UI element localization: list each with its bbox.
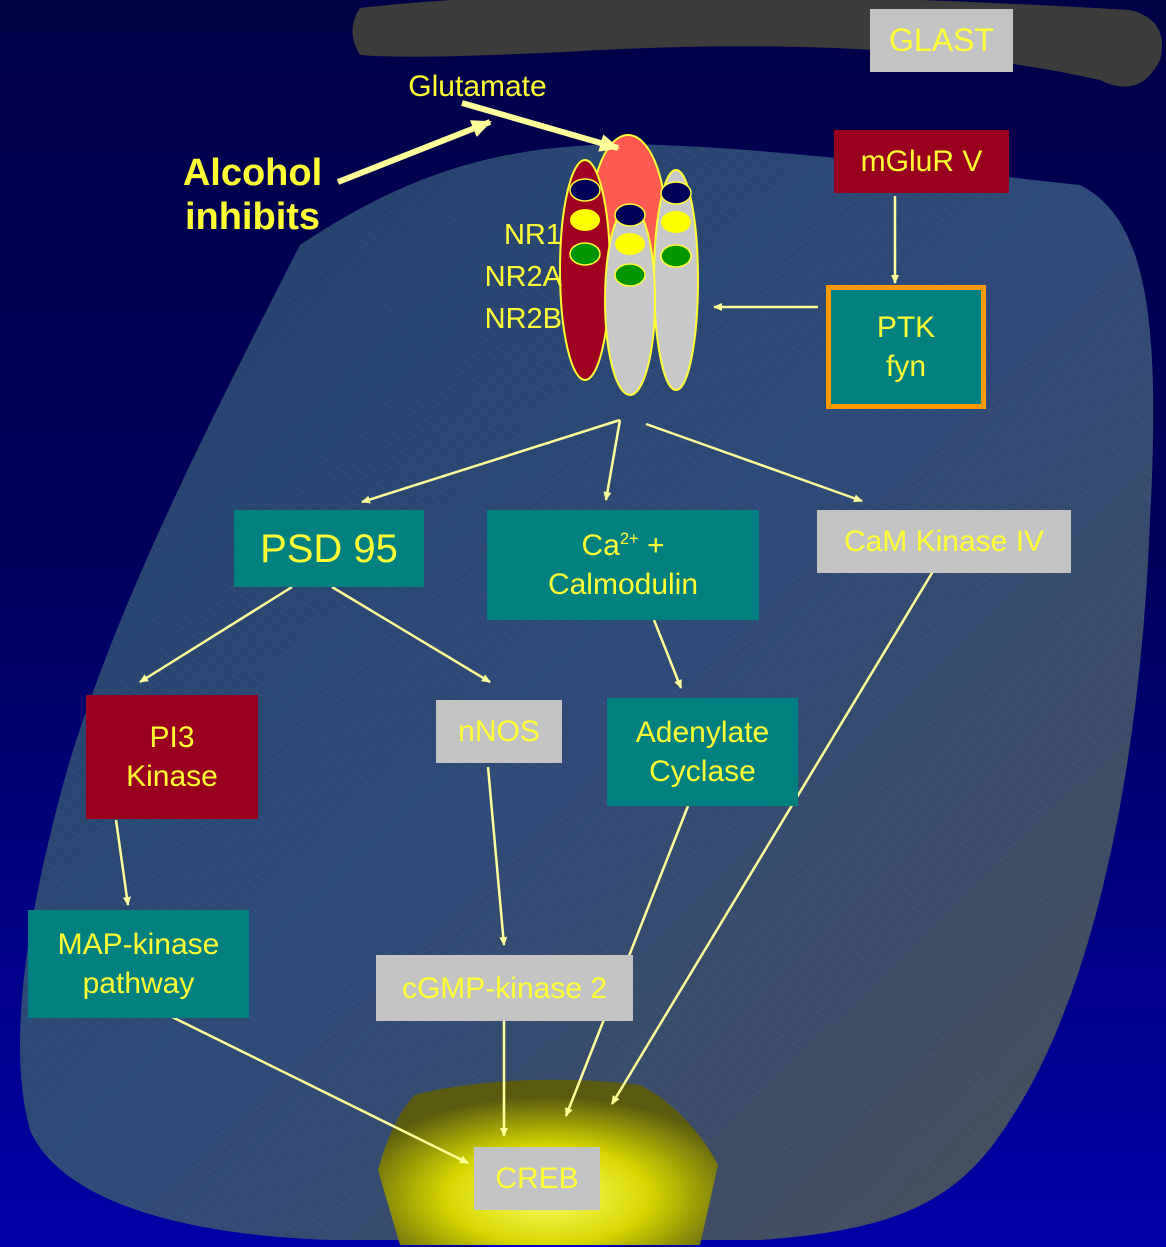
camk-box: CaM Kinase IV bbox=[817, 510, 1071, 573]
nr1-label: NR1 bbox=[503, 219, 562, 251]
psd95-nnos-arrow bbox=[331, 585, 491, 684]
alcohol-text: Alcohol bbox=[182, 152, 323, 194]
psd95-label: PSD 95 bbox=[260, 526, 398, 571]
nnos-box: nNOS bbox=[436, 700, 562, 763]
glast-box: GLAST bbox=[870, 9, 1013, 72]
creb-box: CREB bbox=[474, 1147, 600, 1210]
fyn-label: fyn bbox=[885, 350, 927, 383]
calmodulin-label: Calmodulin bbox=[547, 568, 699, 601]
map-kinase-box: MAP-kinase pathway bbox=[28, 910, 249, 1018]
alcohol-arrow bbox=[336, 119, 492, 185]
map-creb-arrow bbox=[161, 1010, 469, 1165]
receptor-camk-arrow bbox=[645, 422, 863, 503]
receptor-psd95-arrow bbox=[361, 418, 621, 504]
alcohol-inhibits-label: Alcohol inhibits bbox=[150, 152, 355, 239]
nnos-label: nNOS bbox=[458, 715, 540, 748]
cyclase-label: Cyclase bbox=[649, 755, 756, 788]
adenylate-cyclase-box: Adenylate Cyclase bbox=[607, 698, 798, 806]
pi3-map-arrow bbox=[114, 819, 131, 906]
ca-adenylate-arrow bbox=[652, 619, 683, 689]
nmda-receptor bbox=[559, 134, 699, 396]
nr2a-label: NR2A bbox=[484, 261, 562, 294]
adenylate-label: Adenylate bbox=[635, 716, 770, 749]
psd95-pi3-arrow bbox=[139, 585, 293, 684]
mglur-label: mGluR V bbox=[860, 145, 983, 178]
subunit-labels: NR1 NR2A NR2B bbox=[462, 214, 562, 340]
nr2b-label: NR2B bbox=[484, 303, 562, 336]
glutamate-label: Glutamate bbox=[408, 70, 547, 103]
pathway-label: pathway bbox=[82, 967, 195, 1000]
cgmp-kinase-box: cGMP-kinase 2 bbox=[376, 955, 633, 1021]
psd95-box: PSD 95 bbox=[234, 510, 424, 587]
pi3-kinase-box: PI3 Kinase bbox=[86, 695, 258, 819]
ca-calmodulin-box: Ca2+ + Calmodulin bbox=[487, 510, 759, 620]
ptk-label: PTK bbox=[876, 311, 936, 344]
nnos-cgmp-arrow bbox=[486, 766, 508, 946]
camk-creb-arrow bbox=[610, 567, 937, 1105]
creb-label: CREB bbox=[495, 1162, 579, 1195]
receptor-ca-arrow bbox=[603, 419, 622, 501]
mglur-box: mGluR V bbox=[834, 130, 1009, 193]
glast-label: GLAST bbox=[889, 21, 994, 58]
glutamate-arrow bbox=[461, 100, 620, 152]
map-kinase-label: MAP-kinase bbox=[57, 928, 220, 961]
ca-label: Ca2+ + bbox=[581, 529, 665, 562]
pi3-label: PI3 bbox=[149, 721, 195, 754]
ptk-fyn-box: PTK fyn bbox=[826, 285, 986, 409]
cgmp-label: cGMP-kinase 2 bbox=[401, 971, 608, 1005]
inhibits-text: inhibits bbox=[184, 195, 321, 238]
kinase-label: Kinase bbox=[126, 760, 218, 793]
camk-label: CaM Kinase IV bbox=[843, 525, 1045, 558]
